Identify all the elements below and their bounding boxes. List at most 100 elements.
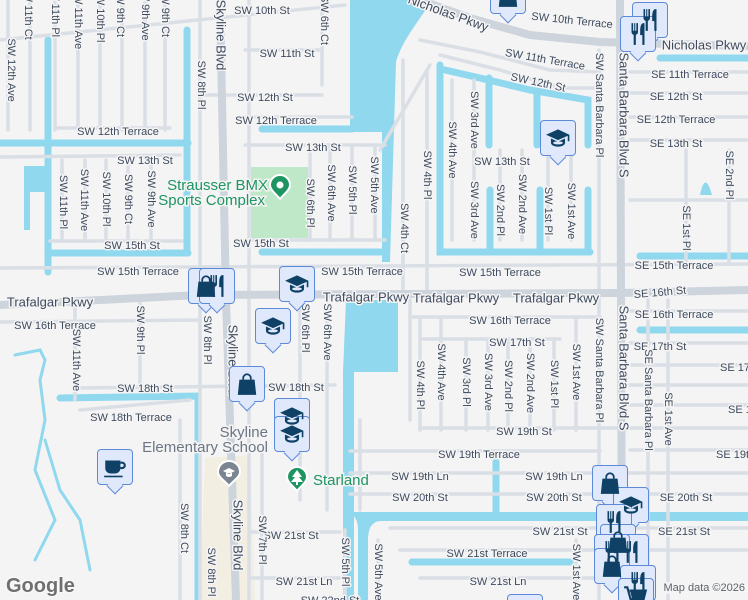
school-marker[interactable] — [540, 120, 576, 156]
street-label: SW 4th Ct — [398, 203, 410, 253]
restaurant-marker[interactable] — [596, 504, 632, 540]
restaurant-marker[interactable] — [199, 268, 235, 304]
street-label: SE 17th St — [720, 362, 748, 374]
street-label: SW 16th Terrace — [469, 315, 551, 327]
street-label: SW 11th Ct — [22, 0, 34, 40]
water-body — [700, 182, 712, 195]
street-label: SW 6th Pl — [299, 304, 311, 353]
trafalgar-pkwy — [0, 286, 748, 309]
street-label: SW 9th Ave — [145, 170, 157, 227]
street-label: Trafalgar Pkwy — [413, 290, 500, 305]
tree-pin-icon[interactable] — [285, 466, 309, 493]
street-label: SW 6th Pl — [304, 179, 316, 228]
poi-bmx-name[interactable]: Strausser BMX — [166, 176, 270, 196]
street-label: SW 4th Ave — [435, 343, 447, 400]
street-label: Skyline Blvd — [214, 0, 229, 70]
street-label: SW 19th Ln — [391, 471, 448, 483]
coffee-marker[interactable] — [97, 449, 133, 485]
school-icon — [280, 425, 304, 443]
street-label: SW 2nd Ave — [524, 353, 536, 413]
park-pin-icon[interactable] — [268, 174, 292, 201]
street-label: SW 4th Pl — [414, 361, 426, 410]
school-marker[interactable] — [255, 308, 291, 344]
restaurant-icon — [643, 9, 657, 31]
poi-starland-name[interactable]: Starland — [312, 471, 371, 491]
canal — [13, 348, 57, 562]
street-label: SW 11th Ave — [72, 0, 84, 49]
street-label: SW Santa Barbara Pl — [593, 318, 605, 423]
street-label: SW 6th Ct — [318, 0, 330, 45]
shopping-bag-marker[interactable] — [188, 268, 224, 304]
street-label: SE 19th St — [716, 449, 748, 461]
google-logo: Google — [6, 575, 75, 597]
street-label: SW 6th Ave — [321, 303, 333, 360]
shopping-bag-marker[interactable] — [490, 0, 526, 14]
school-icon — [280, 407, 304, 425]
street-label: SW 18th Terrace — [90, 412, 172, 424]
water-body — [343, 512, 748, 600]
shopping-bag-icon — [498, 0, 518, 7]
street-label: SW 3rd Pl — [460, 357, 472, 407]
restaurant-icon — [624, 541, 638, 563]
street — [0, 3, 347, 42]
street-label: SW 8th Pl — [201, 316, 213, 365]
street-label: SW 10th Terrace — [531, 11, 614, 31]
street-label: SE 20th St — [660, 492, 713, 504]
shopping-bag-marker[interactable] — [592, 465, 628, 501]
school-icon — [619, 496, 643, 514]
restaurant-marker[interactable] — [632, 2, 668, 38]
street — [418, 38, 602, 74]
street-label: SW 5th Ave — [368, 156, 380, 213]
street-label: SW 15th Terrace — [321, 266, 403, 278]
street — [78, 398, 192, 412]
school-marker[interactable] — [274, 416, 310, 452]
street-label: SW 13th St — [285, 142, 341, 154]
street-label: SW 2nd Ave — [516, 174, 528, 234]
street-label: SW 18th St — [268, 382, 324, 394]
restaurant-icon — [607, 511, 621, 533]
water-body — [24, 166, 45, 230]
street-label: Trafalgar Pkwy — [513, 290, 600, 305]
restaurant-icon — [631, 23, 645, 45]
street-label: SW 20th St — [392, 492, 448, 504]
street-label: SW 9th Ave — [139, 0, 151, 41]
street-label: Trafalgar Pkwy — [323, 289, 410, 304]
street-label: SW 3rd Ave — [468, 181, 480, 239]
street-label: SW 5th Pl — [346, 166, 358, 215]
street-label: SW 9th Pl — [134, 306, 146, 355]
school-marker[interactable] — [613, 487, 649, 523]
street-label: SW 18th St — [117, 383, 173, 395]
restaurant-marker[interactable] — [620, 16, 656, 52]
street-label: SW 21st Ln — [470, 576, 527, 588]
street-label: SW 12th Ave — [5, 38, 17, 101]
school-pin-icon[interactable] — [216, 460, 242, 488]
street-label: SW 19th Terrace — [438, 449, 520, 461]
street-label: SW 21st Ln — [276, 576, 333, 588]
street-label: SW 6th Ave — [325, 164, 337, 221]
poi-school-name[interactable]: Skyline — [218, 423, 269, 443]
street-label: SW 1st Pl — [548, 360, 560, 408]
street-label: Trafalgar Pkwy — [7, 294, 94, 309]
street-label: SW Santa Barbara Pl — [593, 53, 605, 158]
shopping-bag-marker[interactable] — [507, 594, 543, 600]
street-label: SW 4th Pl — [421, 151, 433, 200]
street-label: SE 12th St — [650, 91, 703, 103]
canal — [43, 438, 92, 572]
poi-school-name-2[interactable]: Elementary School — [141, 438, 270, 458]
poi-bmx-name-2[interactable]: Sports Complex — [157, 191, 267, 211]
canal — [441, 66, 592, 149]
map-attribution[interactable]: Map data ©2026 — [660, 582, 748, 594]
school-grounds — [200, 455, 255, 600]
street-label: SW 10th St — [234, 5, 290, 17]
street-label: SW 3rd Ave — [482, 353, 494, 411]
shopping-cart-marker[interactable] — [618, 578, 654, 600]
street-label: SW 5th Ave — [372, 543, 384, 600]
street-label: SW 7th Pl — [256, 516, 268, 565]
shopping-bag-marker[interactable] — [229, 366, 265, 402]
street-label: SW 21st Terrace — [446, 548, 527, 560]
school-marker[interactable] — [279, 266, 315, 302]
street-label: SW 9th Ct — [122, 174, 134, 224]
